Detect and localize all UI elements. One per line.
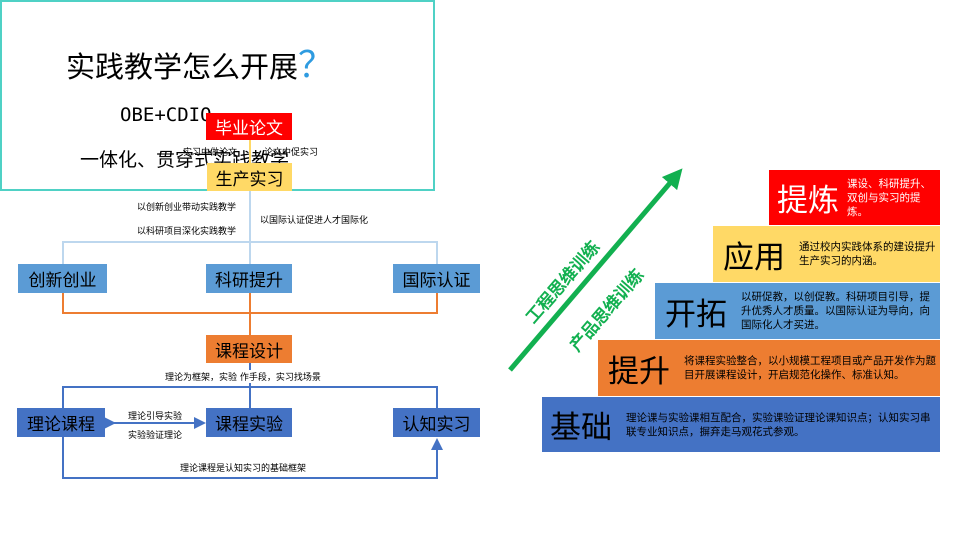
step-refine: 提炼课设、科研提升、双创与实习的提炼。	[769, 170, 940, 225]
production-box: 生产实习	[207, 163, 292, 191]
bottom-label: 理论课程是认知实习的基础框架	[180, 464, 307, 474]
arrow-label-bottom: 实验验证理论	[128, 431, 183, 441]
arrow-label-top: 理论引导实验	[128, 412, 183, 422]
design-label: 理论为框架，实验 作手段，实习找场景	[165, 370, 321, 383]
research-box: 科研提升	[206, 264, 292, 293]
production-label-3: 以国际认证促进人才国际化	[260, 216, 369, 226]
certification-box: 国际认证	[393, 264, 480, 293]
main-title: 实践教学怎么开展？	[66, 45, 335, 86]
step-improve: 提升将课程实验整合，以小规模工程项目或产品开发作为题目开展课程设计，开启规范化操…	[598, 340, 940, 396]
thesis-label-right: 论文中促实习	[264, 148, 319, 158]
thesis-box: 毕业论文	[206, 113, 292, 140]
production-label-1: 以创新创业带动实践教学	[137, 203, 237, 213]
theory-course-box: 理论课程	[17, 408, 105, 437]
step-apply: 应用通过校内实践体系的建设提升生产实习的内涵。	[713, 226, 940, 282]
innovation-box: 创新创业	[18, 264, 107, 293]
step-expand: 开拓以研促教，以创促教。科研项目引导，提升优秀人才质量。以国际认证为导向，向国际…	[655, 283, 940, 339]
thesis-label-left: 实习中做论文	[183, 148, 238, 158]
course-experiment-box: 课程实验	[206, 408, 292, 437]
subtitle: OBE+CDIO	[120, 104, 212, 126]
cognitive-internship-box: 认知实习	[393, 408, 480, 437]
step-foundation: 基础理论课与实验课相互配合，实验课验证理论课知识点；认知实习串联专业知识点，摒弃…	[542, 397, 940, 452]
course-design-box: 课程设计	[206, 335, 292, 363]
production-label-2: 以科研项目深化实践教学	[137, 227, 237, 237]
